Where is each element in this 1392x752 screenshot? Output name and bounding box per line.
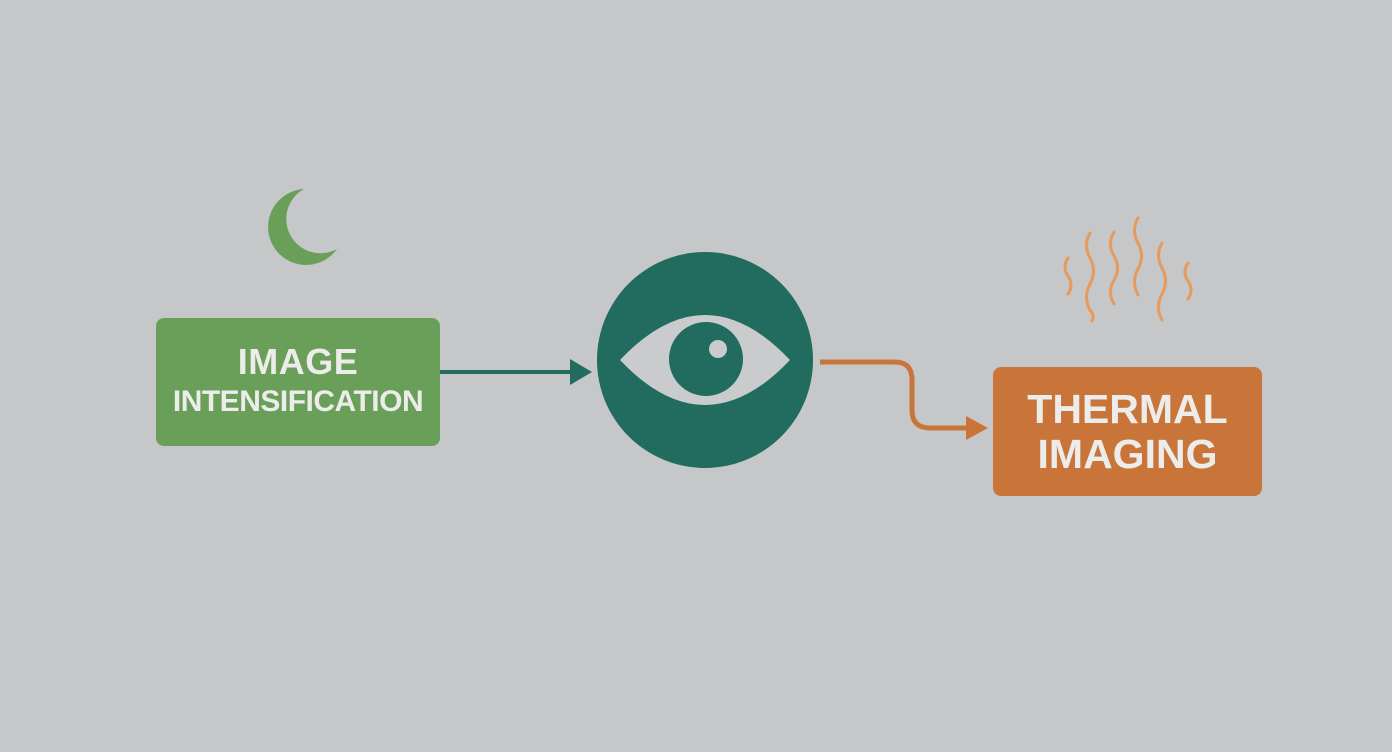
image-intensification-line1: IMAGE bbox=[237, 341, 359, 382]
image-intensification-box: IMAGE INTENSIFICATION bbox=[156, 318, 440, 446]
thermal-imaging-line1: THERMAL bbox=[1027, 385, 1228, 432]
heat-waves-icon bbox=[1063, 216, 1193, 323]
eye-icon bbox=[597, 252, 813, 468]
image-intensification-line2: INTENSIFICATION bbox=[172, 385, 424, 418]
thermal-imaging-box: THERMAL IMAGING bbox=[993, 367, 1262, 496]
moon-icon bbox=[268, 189, 337, 265]
arrow-to-thermal bbox=[820, 359, 988, 440]
thermal-imaging-line2: IMAGING bbox=[1037, 430, 1218, 477]
arrow-to-eye bbox=[440, 359, 592, 385]
